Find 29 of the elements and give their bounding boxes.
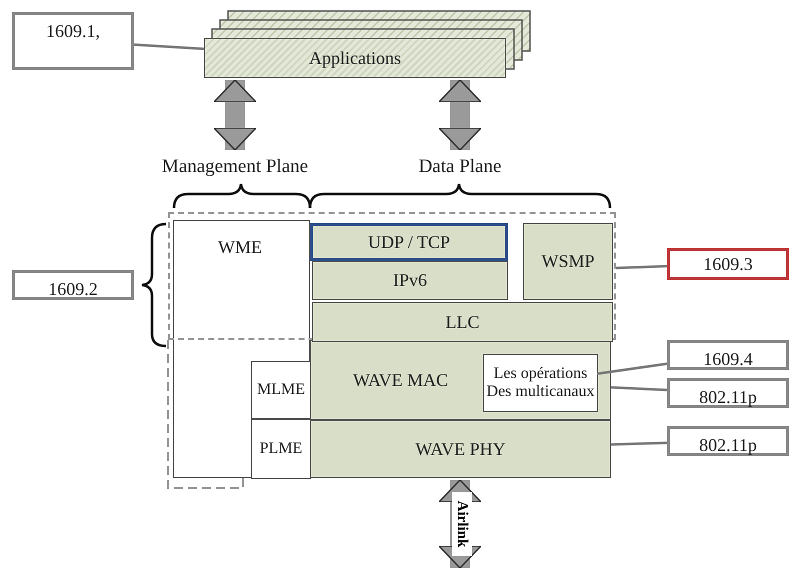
- dashed-boundary-frame: [168, 212, 616, 340]
- double-arrow: [438, 79, 482, 151]
- protocol-layer: UDP / TCP: [310, 223, 508, 261]
- standard-label: 1609.3: [667, 248, 789, 280]
- plane-label: Management Plane: [150, 152, 320, 182]
- protocol-layer: WSMP: [523, 223, 613, 300]
- standard-label: 802.11p: [667, 378, 789, 408]
- standard-label: 1609.1,: [12, 12, 134, 70]
- leader-line: [610, 386, 668, 392]
- edge-label: Airlink: [452, 492, 472, 556]
- protocol-layer: WAVE PHY: [310, 420, 611, 478]
- standard-label: 1609.4: [667, 340, 789, 370]
- plane-label: Data Plane: [400, 152, 520, 182]
- protocol-layer: LLC: [312, 302, 613, 342]
- management-entity-box: WME MLME PLME: [173, 220, 310, 478]
- management-entity-box: Les opérations Des multicanaux: [483, 354, 598, 412]
- leader-line: [596, 362, 668, 375]
- protocol-layer: WAVE MAC Les opérations Des multicanaux: [310, 340, 611, 420]
- leader-line: [616, 264, 668, 270]
- standard-label: 802.11p: [667, 426, 789, 456]
- applications-layer: Applications: [204, 38, 506, 78]
- standard-label: 1609.2: [12, 270, 134, 300]
- protocol-layer: IPv6: [312, 261, 508, 300]
- management-entity-box: MLME: [251, 361, 311, 419]
- double-arrow: [438, 479, 482, 569]
- leader-line: [610, 442, 668, 446]
- leader-line: [134, 43, 204, 50]
- management-entity-box: PLME: [251, 419, 311, 479]
- double-arrow: [213, 79, 257, 151]
